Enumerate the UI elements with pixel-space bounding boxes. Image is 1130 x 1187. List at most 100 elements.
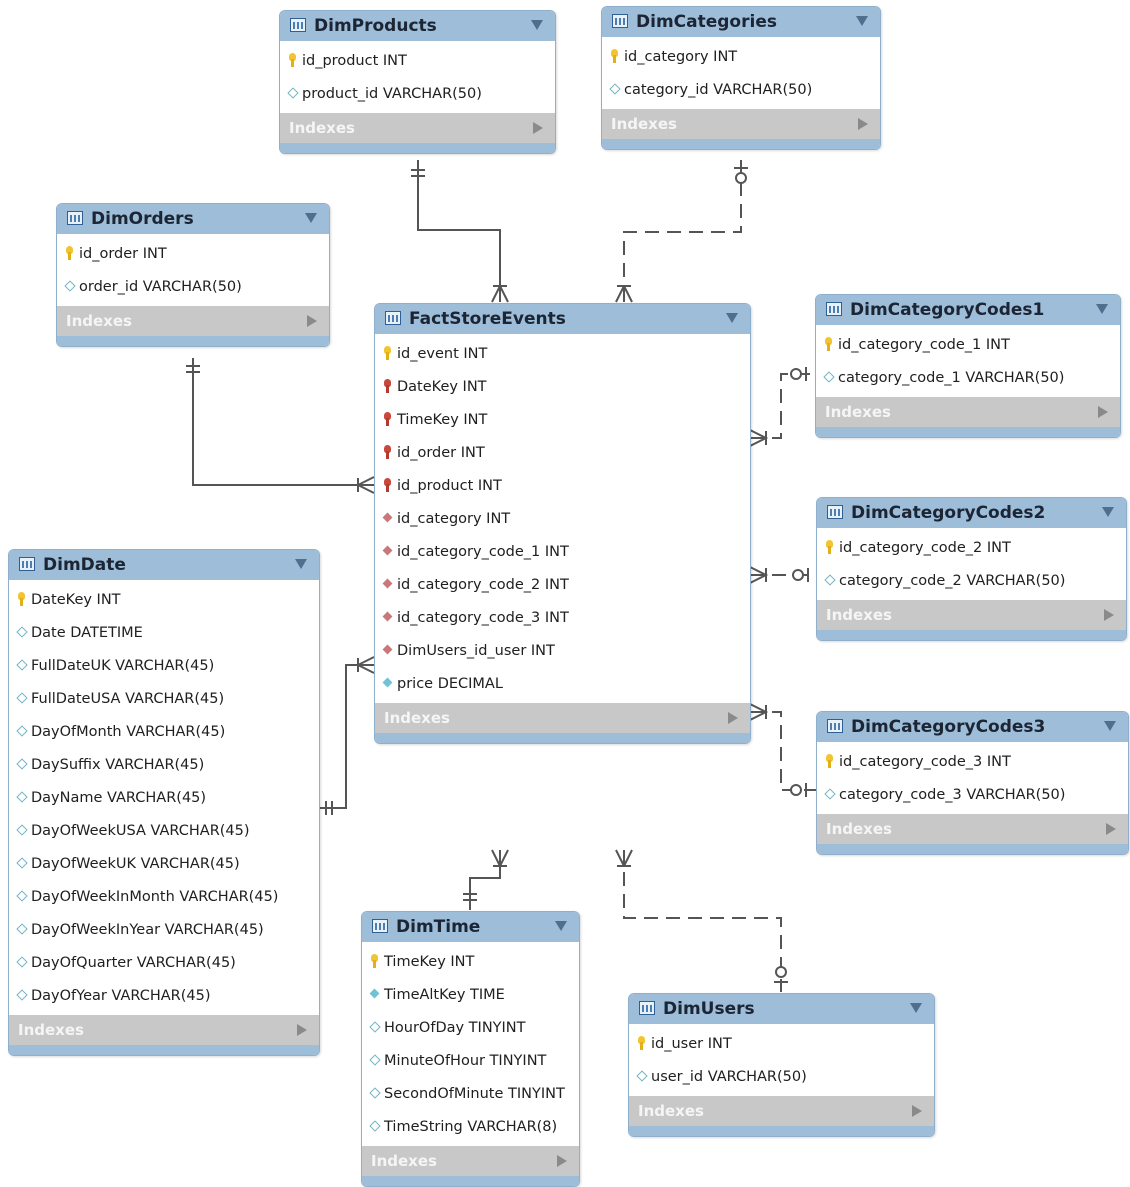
collapse-toggle-icon[interactable] [856, 16, 868, 26]
expand-arrow-icon[interactable] [912, 1105, 922, 1117]
rel-time-fact[interactable] [463, 849, 509, 910]
column-row[interactable]: FullDateUSA VARCHAR(45) [9, 683, 319, 716]
column-row[interactable]: DayOfWeekUSA VARCHAR(45) [9, 815, 319, 848]
column-row[interactable]: MinuteOfHour TINYINT [362, 1045, 579, 1078]
column-row[interactable]: category_code_3 VARCHAR(50) [817, 779, 1128, 812]
rel-categories-fact[interactable] [615, 160, 748, 303]
column-row[interactable]: id_category_code_1 INT [375, 536, 750, 569]
column-row[interactable]: id_event INT [375, 338, 750, 371]
indexes-section[interactable]: Indexes [280, 113, 555, 143]
column-row[interactable]: TimeKey INT [362, 946, 579, 979]
table-header[interactable]: DimCategoryCodes2 [817, 498, 1126, 528]
column-row[interactable]: user_id VARCHAR(50) [629, 1061, 934, 1094]
rel-catcodes3-fact[interactable] [749, 703, 816, 797]
column-row[interactable]: id_user INT [629, 1028, 934, 1061]
expand-arrow-icon[interactable] [297, 1024, 307, 1036]
column-row[interactable]: id_category_code_1 INT [816, 329, 1120, 362]
column-row[interactable]: id_order INT [375, 437, 750, 470]
collapse-toggle-icon[interactable] [910, 1003, 922, 1013]
rel-users-fact[interactable] [615, 849, 788, 992]
column-row[interactable]: TimeKey INT [375, 404, 750, 437]
table-header[interactable]: DimUsers [629, 994, 934, 1024]
indexes-section[interactable]: Indexes [816, 397, 1120, 427]
column-row[interactable]: HourOfDay TINYINT [362, 1012, 579, 1045]
table-header[interactable]: DimOrders [57, 204, 329, 234]
collapse-toggle-icon[interactable] [1096, 304, 1108, 314]
column-row[interactable]: order_id VARCHAR(50) [57, 271, 329, 304]
column-row[interactable]: Date DATETIME [9, 617, 319, 650]
table-header[interactable]: DimCategoryCodes3 [817, 712, 1128, 742]
indexes-section[interactable]: Indexes [57, 306, 329, 336]
expand-arrow-icon[interactable] [728, 712, 738, 724]
column-row[interactable]: id_category INT [602, 41, 880, 74]
table-header[interactable]: FactStoreEvents [375, 304, 750, 334]
collapse-toggle-icon[interactable] [305, 213, 317, 223]
rel-products-fact[interactable] [411, 160, 509, 303]
column-row[interactable]: category_code_1 VARCHAR(50) [816, 362, 1120, 395]
rel-orders-fact[interactable] [186, 358, 375, 494]
table-header[interactable]: DimCategoryCodes1 [816, 295, 1120, 325]
column-row[interactable]: price DECIMAL [375, 668, 750, 701]
expand-arrow-icon[interactable] [557, 1155, 567, 1167]
expand-arrow-icon[interactable] [1098, 406, 1108, 418]
column-row[interactable]: TimeString VARCHAR(8) [362, 1111, 579, 1144]
column-row[interactable]: product_id VARCHAR(50) [280, 78, 555, 111]
column-row[interactable]: id_product INT [280, 45, 555, 78]
column-row[interactable]: id_category_code_2 INT [817, 532, 1126, 565]
column-row[interactable]: DateKey INT [9, 584, 319, 617]
expand-arrow-icon[interactable] [533, 122, 543, 134]
indexes-section[interactable]: Indexes [602, 109, 880, 139]
rel-catcodes1-fact[interactable] [749, 367, 815, 447]
column-row[interactable]: DimUsers_id_user INT [375, 635, 750, 668]
column-row[interactable]: id_order INT [57, 238, 329, 271]
column-row[interactable]: SecondOfMinute TINYINT [362, 1078, 579, 1111]
indexes-section[interactable]: Indexes [9, 1015, 319, 1045]
collapse-toggle-icon[interactable] [555, 921, 567, 931]
column-row[interactable]: DateKey INT [375, 371, 750, 404]
column-row[interactable]: id_category_code_2 INT [375, 569, 750, 602]
collapse-toggle-icon[interactable] [295, 559, 307, 569]
column-row[interactable]: category_id VARCHAR(50) [602, 74, 880, 107]
collapse-toggle-icon[interactable] [531, 20, 543, 30]
expand-arrow-icon[interactable] [1104, 609, 1114, 621]
indexes-section[interactable]: Indexes [817, 600, 1126, 630]
expand-arrow-icon[interactable] [307, 315, 317, 327]
column-row[interactable]: DayOfWeekInMonth VARCHAR(45) [9, 881, 319, 914]
column-row[interactable]: id_category_code_3 INT [375, 602, 750, 635]
table-header[interactable]: DimTime [362, 912, 579, 942]
table-header[interactable]: DimDate [9, 550, 319, 580]
column-row[interactable]: DayName VARCHAR(45) [9, 782, 319, 815]
column-row[interactable]: DayOfWeekInYear VARCHAR(45) [9, 914, 319, 947]
column-row[interactable]: id_product INT [375, 470, 750, 503]
column-row[interactable]: DayOfQuarter VARCHAR(45) [9, 947, 319, 980]
table-header[interactable]: DimCategories [602, 7, 880, 37]
column-row[interactable]: DayOfMonth VARCHAR(45) [9, 716, 319, 749]
column-row[interactable]: DayOfWeekUK VARCHAR(45) [9, 848, 319, 881]
column-row[interactable]: category_code_2 VARCHAR(50) [817, 565, 1126, 598]
column-row[interactable]: FullDateUK VARCHAR(45) [9, 650, 319, 683]
column-row[interactable]: TimeAltKey TIME [362, 979, 579, 1012]
column-row[interactable]: id_category_code_3 INT [817, 746, 1128, 779]
column-row[interactable]: DayOfYear VARCHAR(45) [9, 980, 319, 1013]
indexes-section[interactable]: Indexes [375, 703, 750, 733]
collapse-toggle-icon[interactable] [1102, 507, 1114, 517]
rel-catcodes2-fact[interactable] [749, 566, 816, 584]
indexes-section[interactable]: Indexes [362, 1146, 579, 1176]
collapse-toggle-icon[interactable] [1104, 721, 1116, 731]
table-header[interactable]: DimProducts [280, 11, 555, 41]
column-row[interactable]: DaySuffix VARCHAR(45) [9, 749, 319, 782]
expand-arrow-icon[interactable] [858, 118, 868, 130]
collapse-toggle-icon[interactable] [726, 313, 738, 323]
column-row[interactable]: id_category INT [375, 503, 750, 536]
rel-date-fact[interactable] [318, 656, 375, 815]
